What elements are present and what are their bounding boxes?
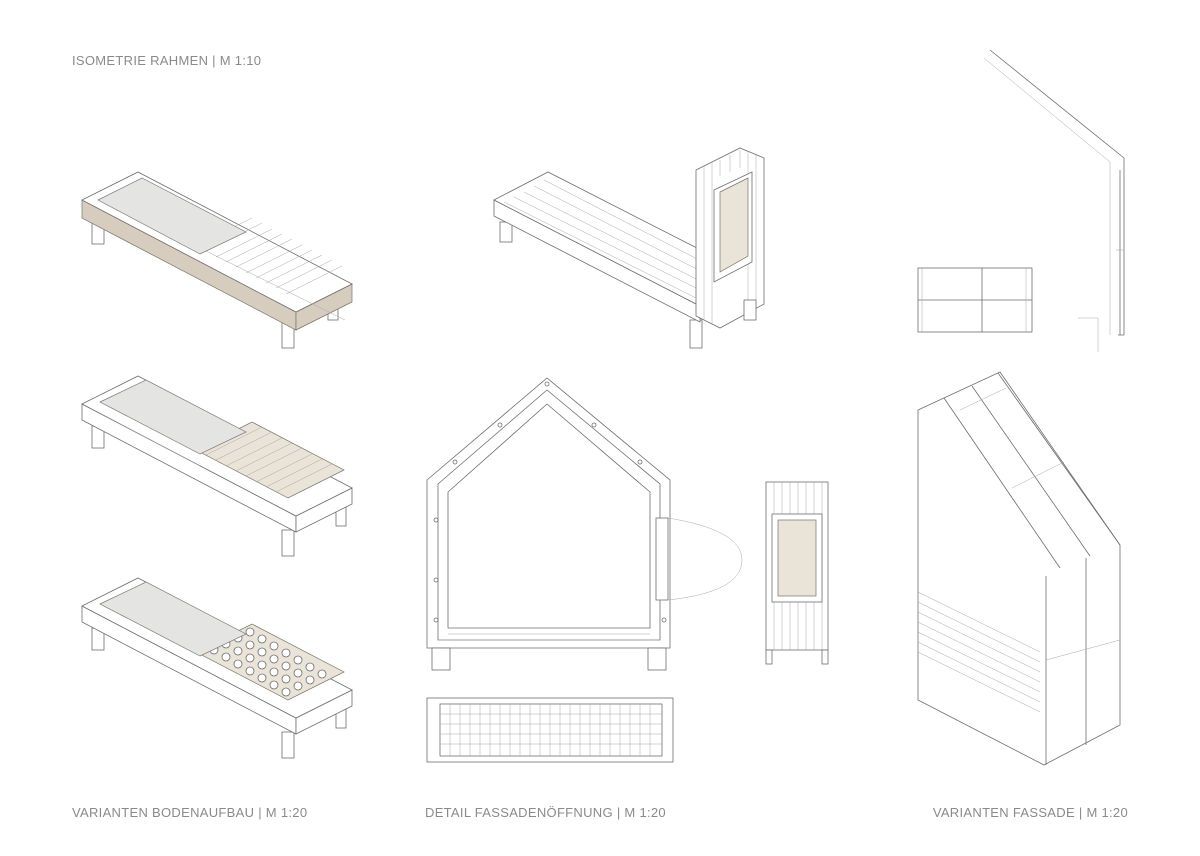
floor-variant-1 xyxy=(81,171,353,349)
window-elevation xyxy=(765,481,829,665)
facade-inner-line xyxy=(983,57,1111,335)
facade-iso-wall-panels xyxy=(1045,558,1121,765)
floor-plan-field xyxy=(439,703,663,757)
frame-isometric xyxy=(493,147,765,349)
house-inner-outline xyxy=(447,403,651,629)
frame-leg-right xyxy=(689,319,703,349)
facade-base-detail xyxy=(1078,317,1099,352)
floor-2-panel xyxy=(99,379,247,455)
floor-3-leg-right xyxy=(281,731,295,759)
facade-iso-outline xyxy=(917,371,1121,766)
title-detail-fassadenoeffnung: DETAIL FASSADENÖFFNUNG | M 1:20 xyxy=(425,805,666,820)
floor-variant-2 xyxy=(81,375,353,557)
house-door-swing xyxy=(667,517,743,601)
floor-2-slat-lines xyxy=(205,426,333,493)
facade-iso-cladding xyxy=(917,591,1041,713)
facade-section xyxy=(983,49,1125,352)
frame-window-pane xyxy=(719,177,749,273)
facade-isometric xyxy=(917,371,1121,766)
house-bolts xyxy=(433,381,667,623)
floor-plan-grid-horizontal xyxy=(440,713,662,745)
house-door-opening xyxy=(655,517,669,601)
facade-panels xyxy=(917,267,1033,333)
floor-2-leg-right xyxy=(281,529,295,557)
frame-leg-back xyxy=(743,299,757,321)
floor-variant-3 xyxy=(81,577,353,759)
elevation-foot-left xyxy=(765,649,773,665)
floor-plan-grid-vertical xyxy=(449,704,651,756)
house-section xyxy=(426,377,743,671)
house-foot-left xyxy=(431,647,451,671)
title-varianten-bodenaufbau: VARIANTEN BODENAUFBAU | M 1:20 xyxy=(72,805,308,820)
elevation-window-pane xyxy=(777,519,817,597)
title-varianten-fassade: VARIANTEN FASSADE | M 1:20 xyxy=(932,805,1128,820)
floor-1-panel xyxy=(97,177,247,255)
elevation-foot-right xyxy=(821,649,829,665)
frame-leg-left xyxy=(499,221,513,243)
floor-3-panel xyxy=(99,581,247,657)
floor-plan xyxy=(426,697,674,763)
house-floor-rods xyxy=(438,633,660,641)
house-foot-right xyxy=(647,647,667,671)
facade-iso-roof-panels xyxy=(943,372,1121,569)
facade-roof-line xyxy=(989,49,1125,336)
title-isometrie-rahmen: ISOMETRIE RAHMEN | M 1:10 xyxy=(72,53,262,68)
